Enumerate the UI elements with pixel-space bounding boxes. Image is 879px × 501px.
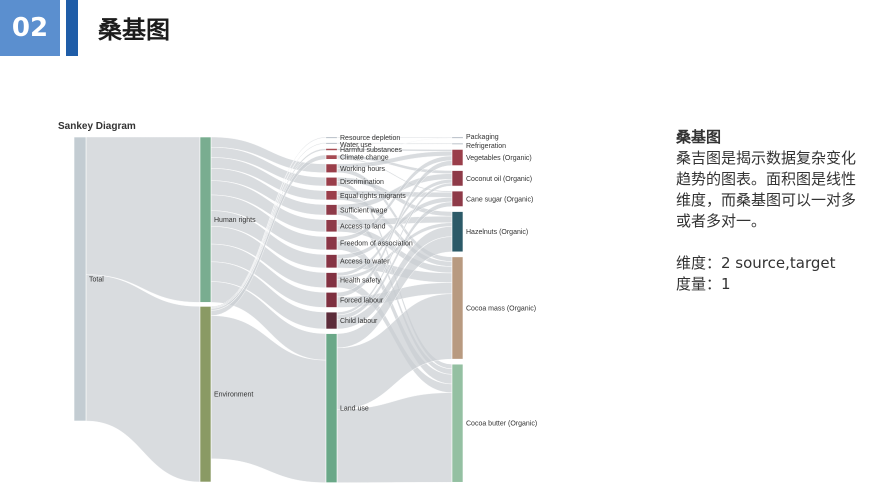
label-forced-labour: Forced labour [340,297,384,304]
node-cocoa-butter-organic[interactable] [451,363,464,483]
node-refrigeration[interactable] [451,143,464,145]
section-number: 02 [11,13,49,43]
sankey-links [85,136,453,483]
node-packaging[interactable] [451,136,464,139]
label-sufficient-wage: Sufficient wage [340,207,387,214]
label-cocoa-mass-organic: Cocoa mass (Organic) [466,306,536,313]
node-forced-labour[interactable] [325,292,338,308]
label-coconut-oil-organic: Coconut oil (Organic) [466,176,532,183]
label-child-labour: Child labour [340,318,378,325]
chart-title: Sankey Diagram [58,121,136,132]
label-human-rights: Human rights [214,217,256,224]
node-health-safety[interactable] [325,272,338,289]
node-climate-change[interactable] [325,154,338,160]
description-dimension: 维度：2 source,target [676,254,836,272]
node-equal-rights-migrants[interactable] [325,190,338,201]
node-discrimination[interactable] [325,176,338,187]
description-panel: 桑基图 桑吉图是揭示数据复杂变化趋势的图表。面积图是线性维度，而桑基图可以一对多… [676,127,862,295]
node-resource-depletion[interactable] [325,136,338,139]
label-access-to-land: Access to land [340,223,386,230]
label-resource-depletion: Resource depletion [340,135,400,142]
label-packaging: Packaging [466,134,499,141]
label-land-use: Land use [340,406,369,413]
description-heading: 桑基图 [676,128,722,146]
sankey-nodes [73,136,464,483]
label-vegetables-organic: Vegetables (Organic) [466,155,532,162]
node-human-rights[interactable] [199,136,212,303]
label-total: Total [89,277,104,284]
label-equal-rights-migrants: Equal rights migrants [340,193,406,200]
node-environment[interactable] [199,306,212,483]
section-accent-bar [66,0,78,56]
node-land-use[interactable] [325,333,338,483]
label-freedom-of-association: Freedom of association [340,241,413,248]
link-total-to-environment [85,274,201,483]
node-hazelnuts-organic[interactable] [451,211,464,253]
node-access-to-land[interactable] [325,219,338,233]
label-refrigeration: Refrigeration [466,143,506,150]
node-sufficient-wage[interactable] [325,204,338,216]
node-vegetables-organic[interactable] [451,149,464,166]
node-cane-sugar-organic[interactable] [451,190,464,207]
label-environment: Environment [214,392,253,399]
description-measure: 度量：1 [676,275,731,293]
label-cane-sugar-organic: Cane sugar (Organic) [466,196,533,203]
node-total[interactable] [73,136,87,422]
label-discrimination: Discrimination [340,179,384,186]
node-working-hours[interactable] [325,163,338,173]
label-health-safety: Health safety [340,278,381,285]
node-harmful-substances[interactable] [325,148,338,151]
label-harmful-substances: Harmful substances [340,147,402,154]
node-freedom-of-association[interactable] [325,236,338,251]
description-body: 桑吉图是揭示数据复杂变化趋势的图表。面积图是线性维度，而桑基图可以一对多或者多对… [676,149,857,230]
page-title: 桑基图 [98,16,170,44]
label-water-use: Water use [340,142,372,149]
label-access-to-water: Access to water [340,259,390,266]
node-water-use[interactable] [325,142,338,145]
label-climate-change: Climate change [340,155,389,162]
label-cocoa-butter-organic: Cocoa butter (Organic) [466,421,537,428]
node-access-to-water[interactable] [325,254,338,269]
label-working-hours: Working hours [340,166,386,173]
section-number-badge: 02 [0,0,60,56]
label-hazelnuts-organic: Hazelnuts (Organic) [466,229,528,236]
node-cocoa-mass-organic[interactable] [451,256,464,360]
node-child-labour[interactable] [325,311,338,330]
node-coconut-oil-organic[interactable] [451,170,464,187]
